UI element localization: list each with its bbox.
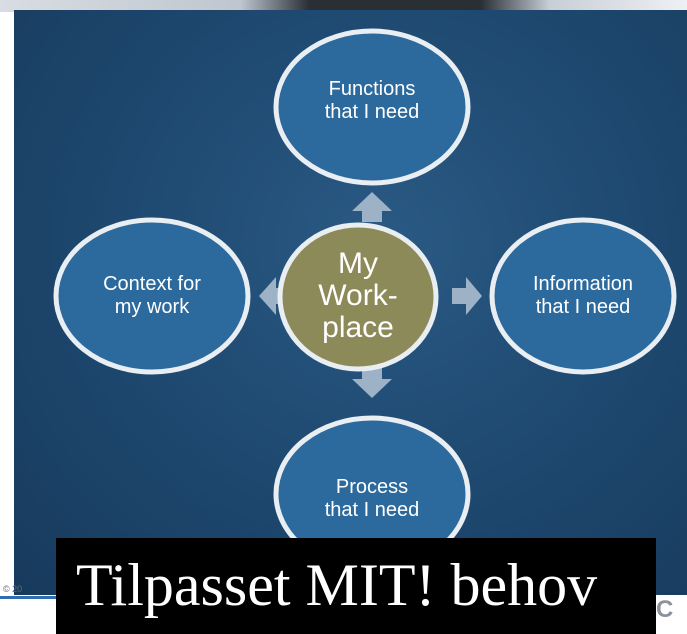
node-context-line-1: Context for (103, 273, 201, 295)
node-context: Context for my work (53, 217, 251, 375)
arrow-right-icon (452, 277, 482, 315)
node-my-workplace: My Work- place (277, 222, 439, 372)
node-functions: Functions that I need (273, 28, 471, 186)
node-context-line-2: my work (115, 296, 190, 318)
node-process: Process that I need (273, 415, 471, 573)
node-information-line-2: that I need (536, 296, 631, 318)
arrow-left-icon (259, 277, 290, 315)
footer-rule (0, 596, 56, 599)
caption-text: Tilpasset MIT! behov (76, 552, 598, 618)
arrow-up-icon (352, 192, 392, 222)
node-functions-line-1: Functions (329, 78, 416, 100)
center-line-1: My (338, 247, 378, 280)
caption-box: Tilpasset MIT! behov (56, 538, 656, 634)
center-line-2: Work- (318, 279, 397, 312)
node-functions-line-2: that I need (325, 101, 420, 123)
top-image-strip (0, 0, 687, 12)
node-process-line-2: that I need (325, 499, 420, 521)
node-information-line-1: Information (533, 273, 633, 295)
center-line-3: place (322, 311, 394, 344)
logo-fragment: C (656, 596, 674, 623)
arrow-down-icon (352, 368, 392, 398)
node-process-line-1: Process (336, 476, 408, 498)
copyright-text: © 20 (3, 584, 23, 594)
node-information: Information that I need (489, 217, 677, 375)
